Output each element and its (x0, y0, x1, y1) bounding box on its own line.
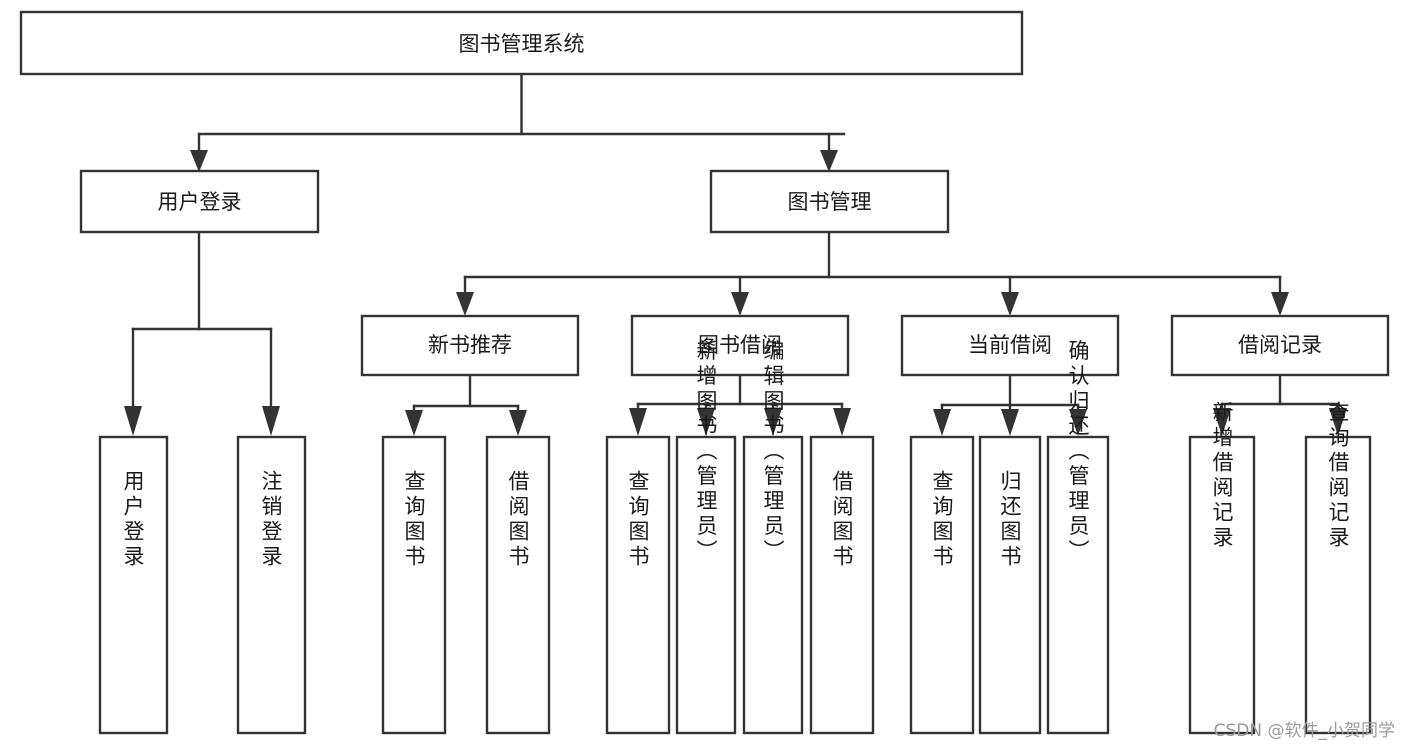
node-leaf-user-logout[interactable]: 注销登录 (236, 435, 307, 735)
arrowhead-leaf-add-book (697, 408, 715, 436)
node-leaf-return-book-box[interactable] (978, 435, 1042, 735)
arrowhead-book-borrow (731, 292, 749, 316)
node-book-management[interactable]: 图书管理 (709, 169, 950, 234)
node-leaf-user-login[interactable]: 用户登录 (98, 435, 169, 735)
node-current-borrow-label: 当前借阅 (968, 333, 1052, 357)
node-borrow-record-label: 借阅记录 (1238, 333, 1322, 357)
node-leaf-query-book-1-label: 查询图书 (402, 470, 426, 570)
node-leaf-edit-book-label: 编辑图书（管理员） (761, 340, 785, 565)
arrowhead-leaf-user-login (124, 406, 142, 436)
node-leaf-query-book-2[interactable]: 查询图书 (605, 435, 671, 735)
node-leaf-borrow-book-2-label: 借阅图书 (830, 470, 854, 570)
arrowhead-leaf-return-book (1001, 409, 1019, 436)
arrowhead-leaf-query-record (1329, 408, 1347, 436)
arrowhead-leaf-borrow-book-1 (509, 410, 527, 436)
arrowhead-leaf-user-logout (262, 406, 280, 436)
node-leaf-borrow-book-1[interactable]: 借阅图书 (485, 435, 551, 735)
arrowhead-leaf-confirm-return (1069, 409, 1087, 436)
node-current-borrow-box[interactable] (900, 314, 1120, 377)
node-root-box[interactable] (19, 10, 1024, 76)
node-leaf-user-logout-label: 注销登录 (259, 470, 283, 570)
node-leaf-return-book[interactable]: 归还图书 (978, 435, 1042, 735)
node-leaf-query-book-3-box[interactable] (909, 435, 975, 735)
connector-group (124, 72, 1347, 436)
arrowhead-leaf-query-book-2 (629, 408, 647, 436)
node-root[interactable]: 图书管理系统 (19, 10, 1024, 76)
node-borrow-record[interactable]: 借阅记录 (1170, 314, 1390, 377)
node-leaf-add-record-box[interactable] (1188, 435, 1256, 735)
node-book-borrow-box[interactable] (630, 314, 850, 377)
node-leaf-confirm-return-box[interactable] (1046, 435, 1110, 735)
node-root-label: 图书管理系统 (459, 32, 585, 56)
node-new-book-recommend-label: 新书推荐 (428, 333, 512, 357)
node-leaf-user-login-box[interactable] (98, 435, 169, 735)
node-leaf-edit-book-box[interactable] (742, 435, 804, 735)
node-leaf-edit-book[interactable]: 编辑图书（管理员） (742, 340, 804, 735)
arrowhead-new-book-recommend (456, 292, 474, 316)
arrowhead-borrow-record (1271, 292, 1289, 316)
node-leaf-borrow-book-2-box[interactable] (809, 435, 875, 735)
arrowhead-leaf-edit-book (764, 408, 782, 436)
node-leaf-add-book[interactable]: 新增图书（管理员） (675, 340, 737, 735)
node-leaf-query-record-label: 查询借阅记录 (1326, 401, 1350, 551)
node-leaf-query-book-3-label: 查询图书 (930, 470, 954, 570)
node-leaf-add-record-label: 新增借阅记录 (1210, 401, 1234, 551)
arrowhead-leaf-query-book-3 (933, 409, 951, 436)
arrowhead-leaf-add-record (1213, 408, 1231, 436)
node-leaf-query-book-1-box[interactable] (381, 435, 447, 735)
node-book-borrow-label: 图书借阅 (698, 333, 782, 357)
node-leaf-query-book-2-label: 查询图书 (626, 470, 650, 570)
node-leaf-add-book-box[interactable] (675, 435, 737, 735)
node-borrow-record-box[interactable] (1170, 314, 1390, 377)
arrowhead-user-login (190, 150, 208, 172)
node-book-management-label: 图书管理 (788, 190, 872, 214)
arrowhead-leaf-borrow-book-2 (833, 408, 851, 436)
node-leaf-confirm-return-label: 确认归还（管理员） (1066, 340, 1090, 565)
node-leaf-return-book-label: 归还图书 (998, 470, 1022, 570)
node-leaf-borrow-book-2[interactable]: 借阅图书 (809, 435, 875, 735)
node-book-borrow[interactable]: 图书借阅 (630, 314, 850, 377)
node-book-management-box[interactable] (709, 169, 950, 234)
node-user-login[interactable]: 用户登录 (79, 169, 320, 234)
node-user-login-label: 用户登录 (158, 190, 242, 214)
node-new-book-recommend[interactable]: 新书推荐 (360, 314, 580, 377)
node-leaf-confirm-return[interactable]: 确认归还（管理员） (1046, 340, 1110, 735)
node-leaf-query-record[interactable]: 查询借阅记录 (1304, 401, 1372, 735)
node-leaf-borrow-book-1-box[interactable] (485, 435, 551, 735)
arrowhead-book-management (820, 150, 838, 172)
node-leaf-borrow-book-1-label: 借阅图书 (506, 470, 530, 570)
node-leaf-query-book-1[interactable]: 查询图书 (381, 435, 447, 735)
node-new-book-recommend-box[interactable] (360, 314, 580, 377)
arrowhead-current-borrow (1001, 292, 1019, 316)
node-leaf-query-book-3[interactable]: 查询图书 (909, 435, 975, 735)
node-leaf-add-record[interactable]: 新增借阅记录 (1188, 401, 1256, 735)
node-leaf-user-login-label: 用户登录 (121, 470, 145, 570)
node-current-borrow[interactable]: 当前借阅 (900, 314, 1120, 377)
node-leaf-query-record-box[interactable] (1304, 435, 1372, 735)
arrowhead-leaf-query-book-1 (405, 410, 423, 436)
node-leaf-user-logout-box[interactable] (236, 435, 307, 735)
node-leaf-add-book-label: 新增图书（管理员） (694, 340, 718, 565)
node-leaf-query-book-2-box[interactable] (605, 435, 671, 735)
node-user-login-box[interactable] (79, 169, 320, 234)
